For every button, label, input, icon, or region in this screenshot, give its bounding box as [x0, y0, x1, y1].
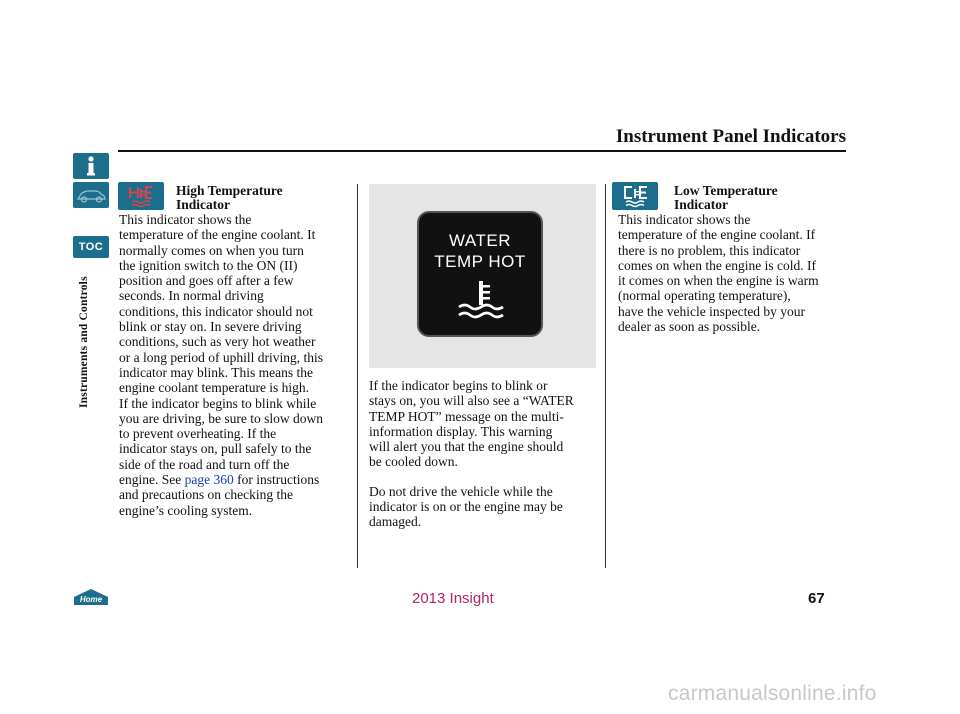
- text-line: you are driving, be sure to slow down: [119, 410, 323, 426]
- info-icon: [87, 156, 95, 176]
- text-line: the ignition switch to the ON (II): [119, 257, 298, 273]
- text-line: comes on when the engine is cold. If: [618, 257, 816, 273]
- coolant-temperature-icon: [458, 281, 504, 319]
- home-label: Home: [80, 595, 103, 604]
- page-360-link[interactable]: page 360: [184, 472, 234, 488]
- high-temp-title: High Temperature Indicator: [176, 184, 283, 212]
- text-line: there is no problem, this indicator: [618, 242, 801, 258]
- header-divider: [118, 150, 846, 152]
- multi-info-display: WATER TEMP HOT: [417, 211, 543, 337]
- text-line: or a long period of uphill driving, this: [119, 349, 323, 365]
- low-temp-description: This indicator shows the temperature of …: [618, 212, 854, 334]
- text-line: engine coolant temperature is high.: [119, 380, 310, 396]
- text-line: indicator may blink. This means the: [119, 364, 313, 380]
- text-line: be cooled down.: [369, 454, 458, 470]
- text-line: dealer as soon as possible.: [618, 319, 761, 335]
- text-line: If the indicator begins to blink or: [369, 378, 548, 393]
- display-line-2: TEMP HOT: [434, 252, 526, 271]
- page-title: Instrument Panel Indicators: [615, 126, 846, 147]
- toc-label: TOC: [78, 241, 104, 253]
- home-button[interactable]: Home: [73, 588, 109, 606]
- text-line: temperature of the engine coolant. If: [618, 227, 816, 243]
- text-line-with-link: engine. See page 360 for instructions: [119, 472, 355, 487]
- text-line: conditions, this indicator should not: [119, 303, 313, 319]
- home-icon: Home: [74, 589, 108, 605]
- text-line: If the indicator begins to blink while: [119, 395, 317, 411]
- text-line: This indicator shows the: [618, 212, 751, 227]
- high-temp-title-line1: High Temperature: [176, 183, 283, 198]
- text-line: blink or stay on. In severe driving: [119, 319, 302, 335]
- model-year-watermark: 2013 Insight: [412, 590, 494, 607]
- paragraph-gap: [369, 470, 601, 484]
- column-divider-1: [357, 184, 358, 568]
- low-temp-title-line1: Low Temperature: [674, 183, 778, 198]
- text-line: it comes on when the engine is warm: [618, 273, 819, 289]
- text-line: seconds. In normal driving: [119, 288, 264, 304]
- text-line: stays on, you will also see a “WATER: [369, 393, 574, 409]
- low-temp-title-line2: Indicator: [674, 197, 728, 212]
- vehicle-index-button[interactable]: [73, 182, 109, 208]
- text-line: normally comes on when you turn: [119, 242, 304, 258]
- text-line: damaged.: [369, 514, 422, 530]
- text-line: will alert you that the engine should: [369, 439, 564, 455]
- toc-button[interactable]: TOC: [73, 236, 109, 258]
- site-watermark: carmanualsonline.info: [668, 682, 877, 705]
- text-line: indicator is on or the engine may be: [369, 499, 563, 515]
- see-suffix: for instructions: [233, 472, 320, 488]
- info-button[interactable]: [73, 153, 109, 179]
- text-line: position and goes off after a few: [119, 273, 294, 289]
- text-line: Do not drive the vehicle while the: [369, 483, 553, 499]
- display-illustration: WATER TEMP HOT: [369, 184, 596, 368]
- page-number: 67: [808, 590, 825, 607]
- high-temp-title-line2: Indicator: [176, 197, 230, 212]
- text-line: (normal operating temperature),: [618, 288, 791, 304]
- display-line-1: WATER: [449, 231, 511, 250]
- text-line: to prevent overheating. If the: [119, 426, 277, 442]
- text-line: information display. This warning: [369, 423, 553, 439]
- section-side-label: Instruments and Controls: [78, 276, 90, 408]
- text-line: side of the road and turn off the: [119, 456, 290, 472]
- high-temp-indicator-icon: [118, 182, 164, 210]
- middle-description: If the indicator begins to blink or stay…: [369, 378, 601, 530]
- text-line: have the vehicle inspected by your: [618, 303, 806, 319]
- text-line: and precautions on checking the: [119, 487, 293, 503]
- text-line: conditions, such as very hot weather: [119, 334, 316, 350]
- text-line: TEMP HOT” message on the multi-: [369, 408, 564, 424]
- car-icon: [76, 190, 106, 203]
- text-line: This indicator shows the: [119, 212, 252, 227]
- low-temp-title: Low Temperature Indicator: [674, 184, 778, 212]
- low-temp-indicator-icon: [612, 182, 658, 210]
- text-line: engine’s cooling system.: [119, 502, 253, 518]
- text-line: temperature of the engine coolant. It: [119, 227, 316, 243]
- column-divider-2: [605, 184, 606, 568]
- text-line: indicator stays on, pull safely to the: [119, 441, 312, 457]
- see-prefix: engine. See: [119, 472, 185, 488]
- high-temp-description: This indicator shows the temperature of …: [119, 212, 355, 518]
